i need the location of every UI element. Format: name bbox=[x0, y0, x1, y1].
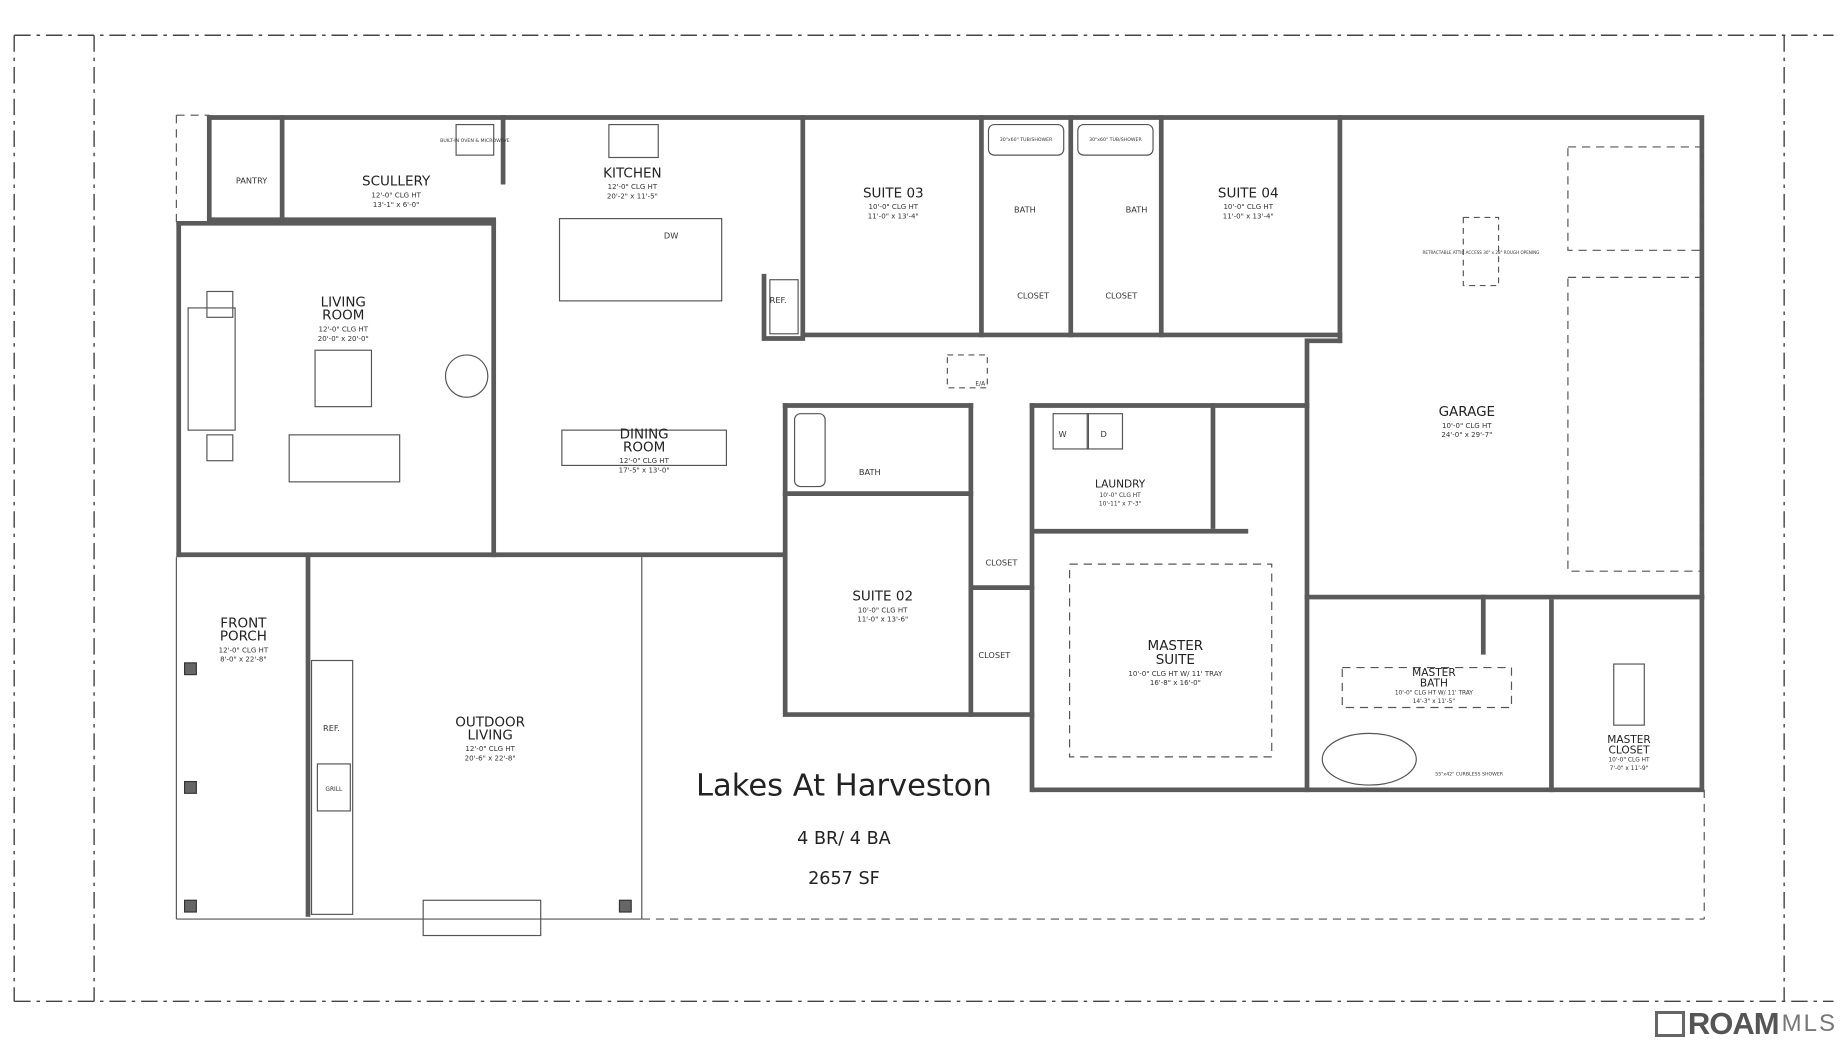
porch-posts bbox=[184, 662, 632, 913]
svg-text:REF.: REF. bbox=[770, 295, 787, 305]
svg-text:10'-0" CLG HT: 10'-0" CLG HT bbox=[1223, 202, 1273, 211]
room-label-pantry: PANTRY bbox=[236, 175, 268, 185]
svg-text:12'-0" CLG HT: 12'-0" CLG HT bbox=[619, 456, 669, 465]
svg-text:10'-0" CLG HT: 10'-0" CLG HT bbox=[1608, 758, 1650, 764]
walls bbox=[176, 115, 1705, 917]
svg-text:12'-0" CLG HT: 12'-0" CLG HT bbox=[219, 645, 269, 654]
svg-text:24'-0" x 29'-7": 24'-0" x 29'-7" bbox=[1441, 430, 1492, 439]
logo-text: ROAM bbox=[1687, 1006, 1780, 1041]
svg-text:MASTER: MASTER bbox=[1412, 667, 1456, 679]
svg-text:E/A: E/A bbox=[975, 381, 985, 387]
svg-text:10'-0" CLG HT: 10'-0" CLG HT bbox=[858, 605, 908, 614]
room-label-suite-04: SUITE 04 10'-0" CLG HT 11'-0" x 13'-4" bbox=[1218, 185, 1279, 220]
room-label-living: LIVING ROOM 12'-0" CLG HT 20'-0" x 20'-0… bbox=[318, 295, 369, 343]
svg-text:17'-5" x 13'-0": 17'-5" x 13'-0" bbox=[619, 465, 670, 474]
svg-text:DINING: DINING bbox=[620, 426, 669, 442]
svg-text:FRONT: FRONT bbox=[220, 616, 267, 632]
svg-text:CLOSET: CLOSET bbox=[1105, 291, 1138, 301]
plan-title: Lakes At Harveston bbox=[696, 769, 992, 804]
svg-text:11'-0" x 13'-6": 11'-0" x 13'-6" bbox=[857, 615, 908, 624]
room-label-master-closet: MASTER CLOSET 10'-0" CLG HT 7'-0" x 11'-… bbox=[1607, 734, 1651, 772]
room-label-laundry: LAUNDRY 10'-0" CLG HT 10'-11" x 7'-3" bbox=[1095, 479, 1146, 508]
svg-text:PANTRY: PANTRY bbox=[236, 175, 268, 185]
svg-text:10'-11" x 7'-3": 10'-11" x 7'-3" bbox=[1099, 501, 1142, 507]
svg-text:CLOSET: CLOSET bbox=[1609, 744, 1651, 756]
svg-text:10'-0" CLG HT: 10'-0" CLG HT bbox=[869, 202, 919, 211]
svg-text:PORCH: PORCH bbox=[220, 629, 267, 645]
room-label-suite-03: SUITE 03 10'-0" CLG HT 11'-0" x 13'-4" bbox=[863, 185, 924, 220]
room-label-garage: GARAGE 10'-0" CLG HT 24'-0" x 29'-7" bbox=[1439, 404, 1496, 439]
svg-text:10'-0" CLG HT W/ 11' TRAY: 10'-0" CLG HT W/ 11' TRAY bbox=[1395, 691, 1474, 697]
room-label-scullery: SCULLERY 12'-0" CLG HT 13'-1" x 6'-0" bbox=[362, 174, 431, 209]
svg-text:12'-0" CLG HT: 12'-0" CLG HT bbox=[371, 190, 421, 199]
roam-mls-logo: ROAM MLS bbox=[1654, 1006, 1837, 1042]
svg-text:OUTDOOR: OUTDOOR bbox=[455, 714, 525, 730]
fixtures bbox=[187, 123, 1703, 937]
bath-labels: BATH BATH BATH CLOSET CLOSET CLOSET CLOS… bbox=[323, 137, 1539, 793]
svg-text:ROOM: ROOM bbox=[623, 439, 665, 455]
svg-text:10'-0" CLG HT: 10'-0" CLG HT bbox=[1100, 493, 1142, 499]
svg-text:20'-6" x 22'-8": 20'-6" x 22'-8" bbox=[465, 753, 516, 762]
svg-text:16'-8" x 16'-0": 16'-8" x 16'-0" bbox=[1150, 678, 1201, 687]
svg-text:LIVING: LIVING bbox=[468, 727, 513, 743]
svg-text:CLOSET: CLOSET bbox=[978, 650, 1011, 660]
svg-text:20'-0" x 20'-0": 20'-0" x 20'-0" bbox=[318, 334, 369, 343]
svg-text:30"x60" TUB/SHOWER: 30"x60" TUB/SHOWER bbox=[1089, 137, 1142, 143]
lot-boundary bbox=[13, 34, 1834, 1003]
svg-text:11'-0" x 13'-4": 11'-0" x 13'-4" bbox=[868, 212, 919, 221]
svg-text:KITCHEN: KITCHEN bbox=[603, 165, 662, 181]
svg-text:BATH: BATH bbox=[859, 467, 881, 477]
svg-text:11'-0" x 13'-4": 11'-0" x 13'-4" bbox=[1223, 212, 1274, 221]
svg-text:13'-1" x 6'-0": 13'-1" x 6'-0" bbox=[373, 200, 420, 209]
svg-text:20'-2" x 11'-5": 20'-2" x 11'-5" bbox=[607, 192, 658, 201]
room-label-dining: DINING ROOM 12'-0" CLG HT 17'-5" x 13'-0… bbox=[619, 426, 670, 474]
room-label-master-suite: MASTER SUITE 10'-0" CLG HT W/ 11' TRAY 1… bbox=[1128, 638, 1223, 687]
svg-text:55"x42" CURBLESS SHOWER: 55"x42" CURBLESS SHOWER bbox=[1435, 772, 1503, 778]
plan-area: 2657 SF bbox=[808, 869, 880, 889]
svg-text:REF.: REF. bbox=[323, 723, 340, 733]
svg-text:BATH: BATH bbox=[1420, 677, 1448, 689]
svg-text:30"x60" TUB/SHOWER: 30"x60" TUB/SHOWER bbox=[1000, 137, 1053, 143]
svg-text:D: D bbox=[1100, 429, 1106, 439]
svg-text:SUITE 03: SUITE 03 bbox=[863, 185, 924, 201]
svg-text:CLOSET: CLOSET bbox=[985, 557, 1018, 567]
plan-beds-baths: 4 BR/ 4 BA bbox=[797, 829, 891, 849]
logo-text-mls: MLS bbox=[1781, 1010, 1837, 1037]
svg-text:SUITE 02: SUITE 02 bbox=[852, 589, 913, 605]
svg-text:GARAGE: GARAGE bbox=[1439, 404, 1496, 420]
svg-text:SUITE 04: SUITE 04 bbox=[1218, 185, 1279, 201]
svg-text:12'-0" CLG HT: 12'-0" CLG HT bbox=[465, 744, 515, 753]
svg-text:BUILT-IN OVEN & MICROWAVE: BUILT-IN OVEN & MICROWAVE bbox=[440, 138, 510, 144]
svg-text:10'-0" CLG HT W/ 11' TRAY: 10'-0" CLG HT W/ 11' TRAY bbox=[1128, 669, 1223, 678]
svg-text:SUITE: SUITE bbox=[1156, 652, 1195, 668]
svg-text:MASTER: MASTER bbox=[1148, 638, 1204, 654]
svg-text:10'-0" CLG HT: 10'-0" CLG HT bbox=[1442, 421, 1492, 430]
room-label-outdoor-living: OUTDOOR LIVING 12'-0" CLG HT 20'-6" x 22… bbox=[455, 714, 525, 762]
svg-text:DW: DW bbox=[664, 231, 678, 241]
svg-text:12'-0" CLG HT: 12'-0" CLG HT bbox=[318, 324, 368, 333]
room-label-master-bath: MASTER BATH 10'-0" CLG HT W/ 11' TRAY 14… bbox=[1395, 667, 1474, 705]
svg-text:ROOM: ROOM bbox=[322, 308, 364, 324]
svg-text:LIVING: LIVING bbox=[321, 295, 366, 311]
svg-text:SCULLERY: SCULLERY bbox=[362, 174, 431, 190]
room-label-front-porch: FRONT PORCH 12'-0" CLG HT 8'-0" x 22'-8" bbox=[219, 616, 269, 664]
floorplan-logo-icon bbox=[1654, 1011, 1685, 1037]
svg-text:LAUNDRY: LAUNDRY bbox=[1095, 479, 1146, 491]
svg-text:BATH: BATH bbox=[1014, 205, 1036, 215]
svg-text:8'-0" x 22'-8": 8'-0" x 22'-8" bbox=[220, 655, 267, 664]
svg-text:CLOSET: CLOSET bbox=[1017, 291, 1050, 301]
svg-text:MASTER: MASTER bbox=[1607, 734, 1651, 746]
svg-text:RETRACTABLE ATTIC ACCESS 30" x: RETRACTABLE ATTIC ACCESS 30" x 28" ROUGH… bbox=[1423, 250, 1540, 255]
svg-text:14'-3" x 11'-5": 14'-3" x 11'-5" bbox=[1413, 699, 1456, 705]
svg-text:12'-0" CLG HT: 12'-0" CLG HT bbox=[608, 182, 658, 191]
room-label-kitchen: KITCHEN 12'-0" CLG HT 20'-2" x 11'-5" bbox=[603, 165, 662, 200]
slab-outline bbox=[175, 114, 1705, 920]
svg-text:7'-0" x 11'-9": 7'-0" x 11'-9" bbox=[1610, 766, 1649, 772]
svg-text:BATH: BATH bbox=[1126, 205, 1148, 215]
svg-text:GRILL: GRILL bbox=[325, 787, 343, 793]
svg-text:W: W bbox=[1058, 429, 1066, 439]
room-label-suite-02: SUITE 02 10'-0" CLG HT 11'-0" x 13'-6" bbox=[852, 589, 913, 624]
